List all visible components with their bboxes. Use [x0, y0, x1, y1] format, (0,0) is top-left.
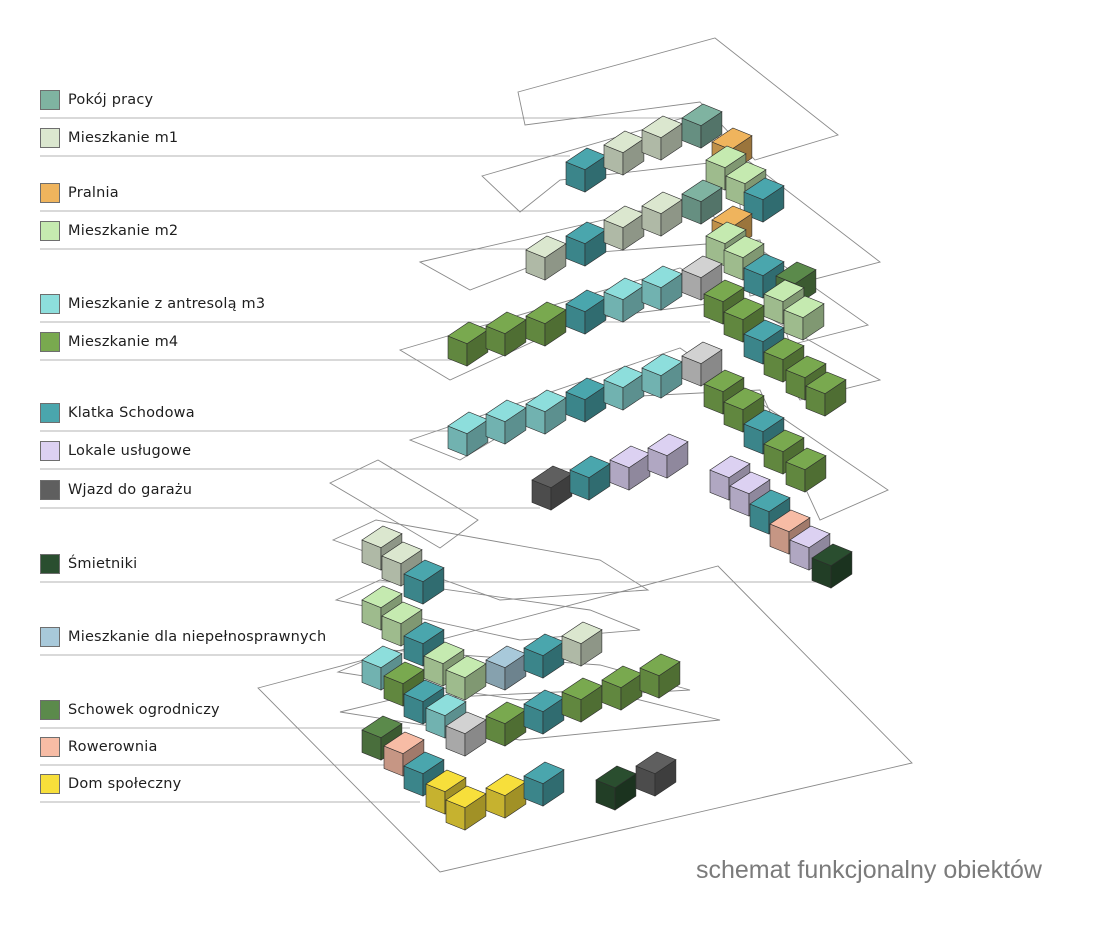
unit-boxes	[361, 103, 853, 831]
unit-box	[447, 411, 489, 457]
unit-box	[641, 265, 683, 311]
unit-box	[603, 205, 645, 251]
unit-box	[743, 253, 785, 299]
unit-box	[565, 147, 607, 193]
unit-box	[647, 433, 689, 479]
unit-box	[723, 387, 765, 433]
unit-box	[445, 711, 487, 757]
unit-box	[561, 677, 603, 723]
unit-box	[603, 365, 645, 411]
unit-box	[523, 633, 565, 679]
unit-box	[681, 255, 723, 301]
unit-box	[485, 701, 527, 747]
unit-box	[603, 277, 645, 323]
unit-box	[601, 665, 643, 711]
unit-box	[565, 221, 607, 267]
unit-box	[681, 341, 723, 387]
unit-box	[609, 445, 651, 491]
unit-box	[681, 103, 723, 149]
unit-box	[641, 191, 683, 237]
unit-box	[641, 353, 683, 399]
diagram-caption: schemat funkcjonalny obiektów	[695, 856, 1042, 884]
unit-box	[525, 301, 567, 347]
unit-box	[565, 377, 607, 423]
unit-box	[641, 115, 683, 161]
unit-box	[525, 235, 567, 281]
unit-box	[381, 541, 423, 587]
floor-slab	[517, 37, 839, 161]
unit-box	[635, 751, 677, 797]
unit-box	[681, 179, 723, 225]
unit-box	[403, 559, 445, 605]
unit-box	[523, 689, 565, 735]
unit-box	[811, 543, 853, 589]
floor-slab	[329, 459, 479, 549]
unit-box	[525, 389, 567, 435]
unit-box	[603, 130, 645, 176]
leader-lines	[40, 117, 820, 803]
unit-box	[445, 785, 487, 831]
unit-box	[485, 399, 527, 445]
floor-slab	[331, 519, 650, 601]
unit-box	[569, 455, 611, 501]
unit-box	[445, 655, 487, 701]
unit-box	[531, 465, 573, 511]
unit-box	[485, 773, 527, 819]
unit-box	[565, 289, 607, 335]
unit-box	[447, 321, 489, 367]
unit-box	[805, 371, 847, 417]
unit-box	[783, 295, 825, 341]
unit-box	[639, 653, 681, 699]
unit-box	[485, 645, 527, 691]
unit-box	[561, 621, 603, 667]
floor-slab	[257, 565, 913, 873]
unit-box	[785, 447, 827, 493]
unit-box	[595, 765, 637, 811]
unit-box	[485, 311, 527, 357]
floor-slab	[334, 579, 641, 641]
unit-box	[743, 177, 785, 223]
unit-box	[523, 761, 565, 807]
